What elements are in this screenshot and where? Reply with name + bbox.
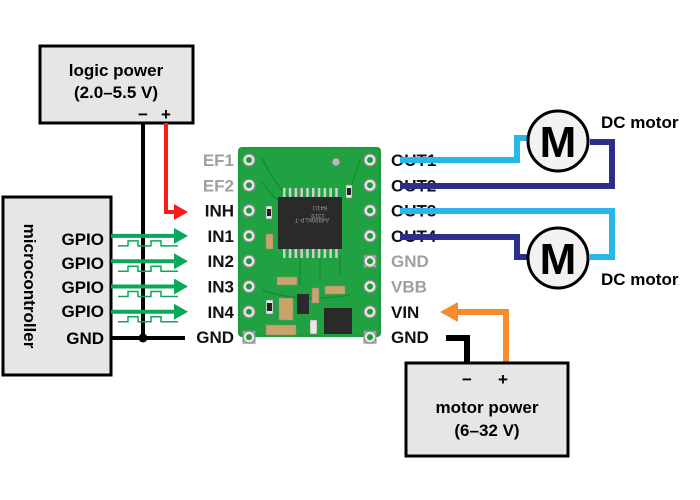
chip-pin	[317, 188, 321, 197]
driver-board: A4990KLP-T 1319 641U	[238, 147, 381, 344]
chip-pin	[306, 188, 309, 197]
pin-hole-center	[367, 308, 373, 315]
motor-plus-wire	[456, 309, 509, 364]
out2-wire	[400, 139, 615, 189]
pwm-waveform-icon	[118, 240, 178, 247]
chip-pin	[283, 249, 286, 258]
logic-plus-wire	[164, 123, 176, 214]
pin-hole-center	[367, 334, 373, 341]
mcu-pin-gpio-1: GPIO	[61, 230, 104, 249]
board-pin-left-in3: IN3	[208, 278, 234, 297]
inh-arrow-icon	[174, 204, 188, 220]
motor-power-range: (6–32 V)	[454, 421, 519, 440]
chip-pin	[312, 188, 315, 197]
logic-power-plus: +	[161, 105, 171, 124]
chip-pin	[288, 249, 292, 258]
vin-arrow-icon	[440, 302, 458, 322]
mcu-pin-gpio-2: GPIO	[61, 254, 104, 273]
motor-2-label: DC motor	[601, 270, 679, 289]
pwm-waveform-icon	[118, 290, 178, 298]
pwm-waveform-icon	[118, 316, 178, 323]
board-pin-left-ef2: EF2	[203, 176, 234, 195]
chip-text-line-1: A4990KLP-T	[294, 216, 329, 222]
logic-power-title: logic power	[69, 61, 164, 80]
pin-hole-center	[246, 207, 252, 214]
signal-arrow-icon	[174, 253, 188, 270]
chip-pin	[317, 249, 321, 258]
chip-pin	[300, 188, 303, 197]
chip-pin	[294, 249, 298, 258]
chip-pin	[323, 188, 327, 197]
pin-hole-center	[367, 157, 373, 163]
dc-motor-1: M DC motor	[526, 109, 679, 173]
pin-hole-center	[246, 232, 252, 239]
logic-power-box: logic power (2.0–5.5 V) − +	[38, 44, 195, 125]
chip-pin	[329, 249, 332, 258]
chip-pin	[288, 188, 292, 197]
logic-power-minus: −	[138, 105, 148, 124]
board-pin-right-gnd: GND	[391, 328, 429, 347]
mcu-pin-gpio-4: GPIO	[61, 302, 104, 321]
board-pin-right-gnd: GND	[391, 252, 429, 271]
mcu-pin-gpio-3: GPIO	[61, 278, 104, 297]
signal-wires	[111, 227, 188, 323]
out3-wire	[400, 208, 615, 260]
driver-chip	[278, 197, 342, 249]
board-pin-left-gnd: GND	[196, 328, 234, 347]
chip-text-line-2: 1319	[311, 212, 325, 218]
motor-power-plus: +	[498, 370, 508, 389]
pin-hole-center	[246, 182, 252, 189]
chip-text-line-3: 641U	[313, 204, 327, 210]
out1-wire	[400, 135, 527, 163]
motor-power-title: motor power	[436, 398, 539, 417]
logic-power-range: (2.0–5.5 V)	[74, 83, 158, 102]
chip-pin	[312, 249, 315, 258]
board-pin-left-in4: IN4	[208, 303, 235, 322]
motor-1-symbol: M	[540, 118, 577, 167]
pin-hole-center	[367, 258, 373, 265]
pin-hole-center	[246, 157, 252, 163]
pin-hole-center	[367, 207, 373, 214]
board-pin-left-in2: IN2	[208, 252, 234, 271]
pin-hole-center	[367, 182, 373, 189]
motor-2-symbol: M	[540, 235, 577, 284]
pin-hole-center	[246, 258, 252, 265]
out4-wire	[400, 234, 527, 260]
motor-1-label: DC motor	[601, 113, 679, 132]
chip-pin	[323, 249, 327, 258]
board-pin-left-inh: INH	[205, 202, 234, 221]
chip-pin	[335, 188, 338, 197]
signal-arrow-icon	[174, 227, 188, 244]
board-pin-right-vin: VIN	[391, 303, 419, 322]
signal-arrow-icon	[174, 303, 188, 320]
motor-ground-wire	[446, 335, 470, 364]
motor-power-box: − + motor power (6–32 V)	[404, 361, 570, 458]
chip-pin	[306, 249, 309, 258]
ground-junction	[138, 333, 148, 343]
pin-hole-center	[367, 283, 373, 290]
chip-pin	[294, 188, 298, 197]
pin-hole-center	[246, 334, 252, 341]
motor-power-minus: −	[462, 370, 472, 389]
board-pin-left-in1: IN1	[208, 227, 234, 246]
microcontroller-title: microcontroller	[20, 224, 39, 349]
signal-arrow-icon	[174, 278, 188, 295]
pin-hole-center	[246, 308, 252, 315]
pwm-waveform-icon	[118, 265, 178, 272]
dc-motor-2: M DC motor	[526, 226, 679, 290]
board-pin-left-ef1: EF1	[203, 151, 234, 170]
microcontroller-box: microcontroller GPIO GPIO GPIO GPIO GND	[1, 195, 113, 377]
board-pin-right-vbb: VBB	[391, 278, 427, 297]
pin-hole-center	[367, 232, 373, 239]
chip-pin	[300, 249, 303, 258]
mcu-pin-gnd: GND	[66, 329, 104, 348]
chip-pin	[283, 188, 286, 197]
chip-pin	[329, 188, 332, 197]
pin-hole-center	[246, 283, 252, 290]
chip-pin	[335, 249, 338, 258]
